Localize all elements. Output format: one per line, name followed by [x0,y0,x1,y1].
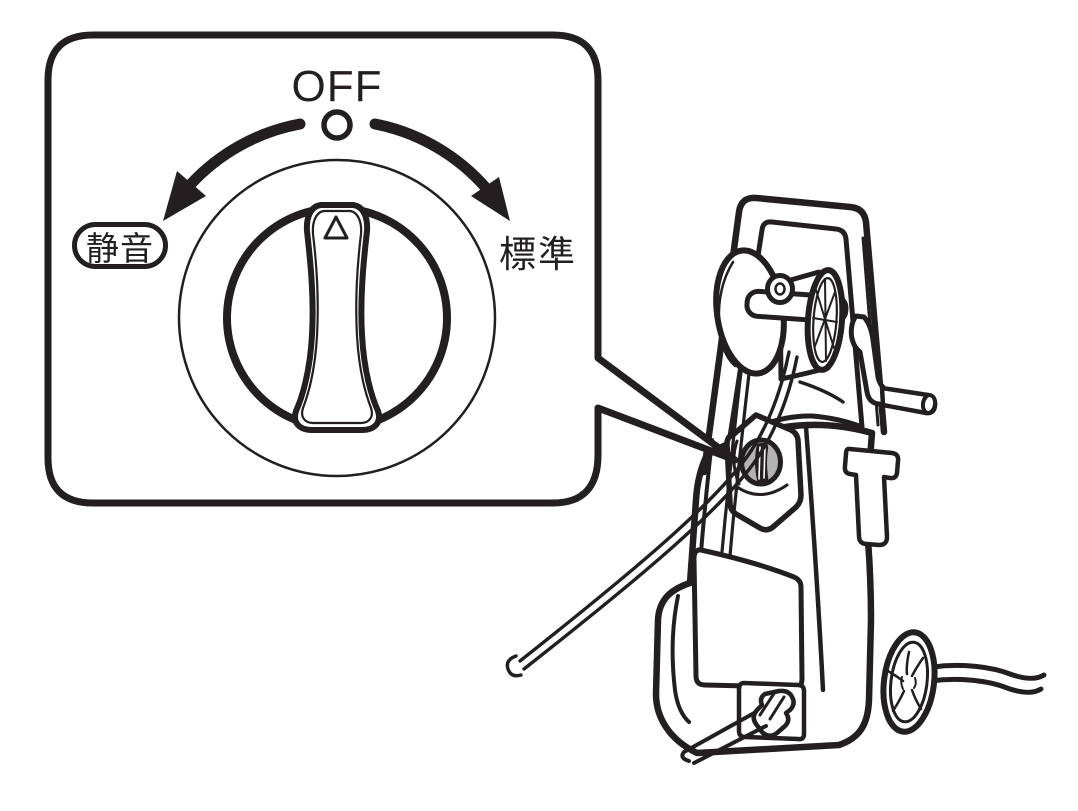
rotate-to-standard-arrow [369,118,510,221]
accessory-bracket [842,446,901,548]
grip-pointer-triangle [323,215,349,240]
rear-wheel [880,629,938,735]
rotate-to-quiet-arrow [163,118,306,221]
pressure-washer-illustration [505,194,1047,765]
power-cord [928,662,1047,695]
power-knob [739,437,783,487]
off-label: OFF [291,62,383,111]
quiet-mode-label: 静音 [72,222,168,269]
dial-grip [292,202,382,433]
hose-reel [713,247,849,382]
high-pressure-hose [505,350,799,678]
dial-outer-ring [177,158,497,478]
standard-mode-label: 標準 [499,234,577,275]
reel-crank-handle [848,313,938,416]
quiet-mode-text: 静音 [86,229,154,267]
off-indicator-circle [321,109,353,141]
internal-hose [720,370,751,558]
mode-dial [163,109,510,478]
hose-connector [680,688,796,765]
